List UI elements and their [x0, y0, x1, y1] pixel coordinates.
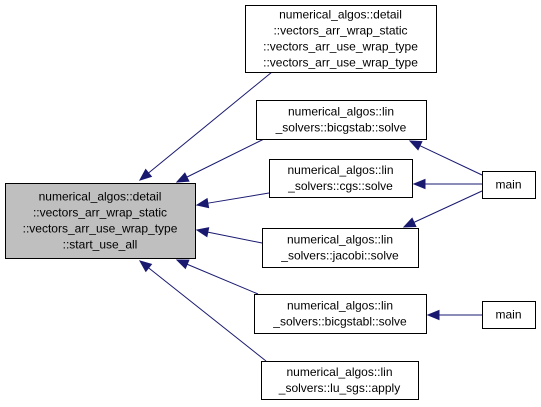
- edge-line: [207, 192, 270, 204]
- edge-lu_sgs_apply-to-start_use_all: [138, 260, 267, 362]
- arrowhead: [138, 260, 153, 273]
- edge-main_2-to-bicgstabl_solve: [426, 309, 482, 321]
- edge-main_1-to-jacobi_solve: [402, 190, 483, 228]
- node-label-line: numerical_algos::lin: [286, 365, 392, 379]
- edges-layer: [138, 71, 483, 362]
- arrowhead: [138, 168, 153, 181]
- node-box: [482, 301, 536, 329]
- node-label-line: ::vectors_arr_wrap_static: [273, 24, 407, 38]
- node-label-line: ::start_use_all: [63, 238, 138, 252]
- arrowhead: [175, 259, 190, 270]
- node-box: [482, 171, 536, 199]
- arrowhead: [426, 309, 440, 321]
- node-label-line: main: [495, 308, 521, 322]
- arrowhead: [175, 172, 190, 183]
- node-box: [261, 361, 419, 400]
- edge-line: [419, 145, 483, 176]
- node-label-line: numerical_algos::lin: [287, 233, 393, 247]
- arrowhead: [402, 217, 417, 228]
- edge-cgs_solve-to-start_use_all: [195, 192, 270, 209]
- node-label-line: numerical_algos::detail: [279, 8, 402, 22]
- edge-line: [186, 263, 259, 295]
- node-start_use_all[interactable]: numerical_algos::detail::vectors_arr_wra…: [5, 183, 196, 259]
- node-box: [262, 228, 419, 268]
- arrowhead: [412, 178, 426, 190]
- node-label-line: ::vectors_arr_use_wrap_type: [23, 222, 178, 236]
- node-label-line: ::vectors_arr_use_wrap_type: [263, 56, 418, 70]
- edge-vectors_arr_use_wrap_type-to-start_use_all: [138, 71, 273, 181]
- node-label-line: numerical_algos::lin: [288, 105, 394, 119]
- edge-main_1-to-cgs_solve: [412, 178, 482, 190]
- node-box: [256, 100, 427, 140]
- nodes-layer: numerical_algos::detail::vectors_arr_wra…: [5, 5, 536, 400]
- node-label-line: numerical_algos::lin: [287, 163, 393, 177]
- node-label-line: _solvers::bicgstab::solve: [275, 121, 407, 135]
- node-bicgstabl_solve[interactable]: numerical_algos::lin_solvers::bicgstabl:…: [254, 294, 427, 334]
- edge-line: [207, 231, 263, 244]
- edge-line: [148, 71, 273, 174]
- edge-main_1-to-bicgstab_solve: [408, 140, 483, 176]
- arrowhead: [195, 197, 210, 209]
- node-label-line: ::vectors_arr_wrap_static: [33, 206, 167, 220]
- node-bicgstab_solve[interactable]: numerical_algos::lin_solvers::bicgstab::…: [256, 100, 427, 140]
- node-vectors_arr_use_wrap_type[interactable]: numerical_algos::detail::vectors_arr_wra…: [245, 5, 437, 73]
- node-box: [245, 5, 437, 73]
- edge-bicgstabl_solve-to-start_use_all: [175, 259, 259, 295]
- node-label-line: _solvers::bicgstabl::solve: [272, 315, 407, 329]
- node-box: [254, 294, 427, 334]
- edge-bicgstab_solve-to-start_use_all: [175, 138, 265, 183]
- node-box: [5, 183, 196, 259]
- node-label-line: numerical_algos::detail: [39, 190, 162, 204]
- node-main_2[interactable]: main: [482, 301, 536, 329]
- node-label-line: main: [495, 178, 521, 192]
- arrowhead: [408, 140, 423, 151]
- node-label-line: _solvers::lu_sgs::apply: [278, 381, 400, 395]
- edge-line: [186, 138, 265, 178]
- node-main_1[interactable]: main: [482, 171, 536, 199]
- node-cgs_solve[interactable]: numerical_algos::lin_solvers::cgs::solve: [269, 159, 413, 198]
- node-box: [269, 159, 413, 198]
- node-lu_sgs_apply[interactable]: numerical_algos::lin_solvers::lu_sgs::ap…: [261, 361, 419, 400]
- node-label-line: _solvers::jacobi::solve: [280, 249, 399, 263]
- edge-line: [148, 267, 267, 362]
- edge-line: [413, 190, 483, 223]
- arrowhead: [195, 227, 210, 238]
- node-jacobi_solve[interactable]: numerical_algos::lin_solvers::jacobi::so…: [262, 228, 419, 268]
- node-label-line: numerical_algos::lin: [287, 299, 393, 313]
- edge-jacobi_solve-to-start_use_all: [195, 227, 263, 244]
- node-label-line: _solvers::cgs::solve: [287, 179, 393, 193]
- node-label-line: ::vectors_arr_use_wrap_type: [263, 40, 418, 54]
